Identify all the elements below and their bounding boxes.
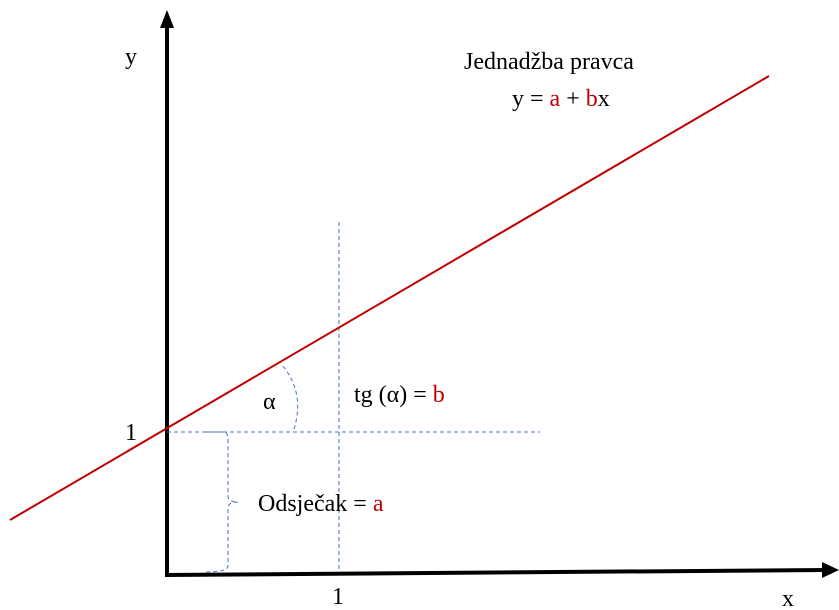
intercept-brace <box>204 431 239 573</box>
angle-label: α <box>263 389 276 415</box>
x-tick-label: 1 <box>332 584 344 610</box>
y-axis-label: y <box>125 44 137 70</box>
slope-label: tg (α) = b <box>354 382 445 408</box>
intercept-prefix: Odsječak = <box>258 491 373 517</box>
equation-title: Jednadžba pravca <box>464 49 634 75</box>
equation-formula: y = a + bx <box>512 86 610 112</box>
intercept-value: a <box>373 491 384 517</box>
y-tick-label: 1 <box>125 420 137 446</box>
equation-plus: + <box>560 86 586 112</box>
equation-x: x <box>598 86 610 112</box>
equation-a: a <box>550 86 561 112</box>
intercept-label: Odsječak = a <box>258 491 384 517</box>
regression-line <box>9 75 770 521</box>
slope-prefix: tg (α) = <box>354 382 433 408</box>
slope-value: b <box>433 382 445 408</box>
angle-arc <box>282 365 299 433</box>
x-axis-arrowhead <box>822 562 839 578</box>
x-axis <box>164 568 827 577</box>
y-axis-arrowhead <box>160 10 174 28</box>
equation-lhs: y = <box>512 86 550 112</box>
x-axis-label: x <box>782 586 794 610</box>
equation-b: b <box>586 86 598 112</box>
